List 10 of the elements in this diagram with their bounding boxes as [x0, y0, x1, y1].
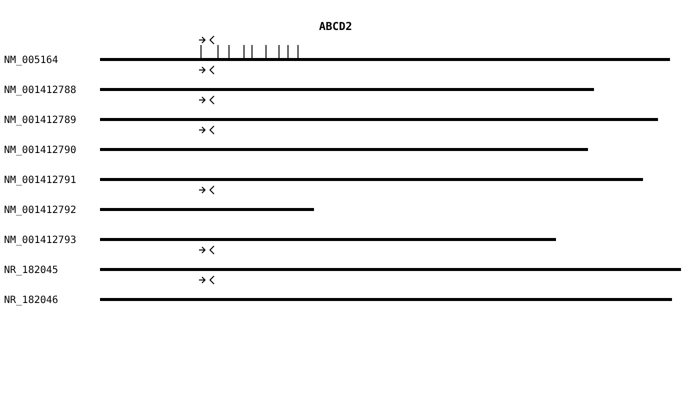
transcript-label: NM_005164	[4, 55, 58, 67]
transcript-label: NM_001412792	[4, 205, 76, 217]
transcript-label: NM_001412789	[4, 115, 76, 127]
transcript-label: NR_182045	[4, 265, 58, 277]
gene-title: ABCD2	[319, 20, 352, 34]
transcript-label: NM_001412791	[4, 175, 76, 187]
transcript-label: NM_001412788	[4, 85, 76, 97]
transcript-label: NR_182046	[4, 295, 58, 307]
transcript-label: NM_001412793	[4, 235, 76, 247]
transcript-label: NM_001412790	[4, 145, 76, 157]
